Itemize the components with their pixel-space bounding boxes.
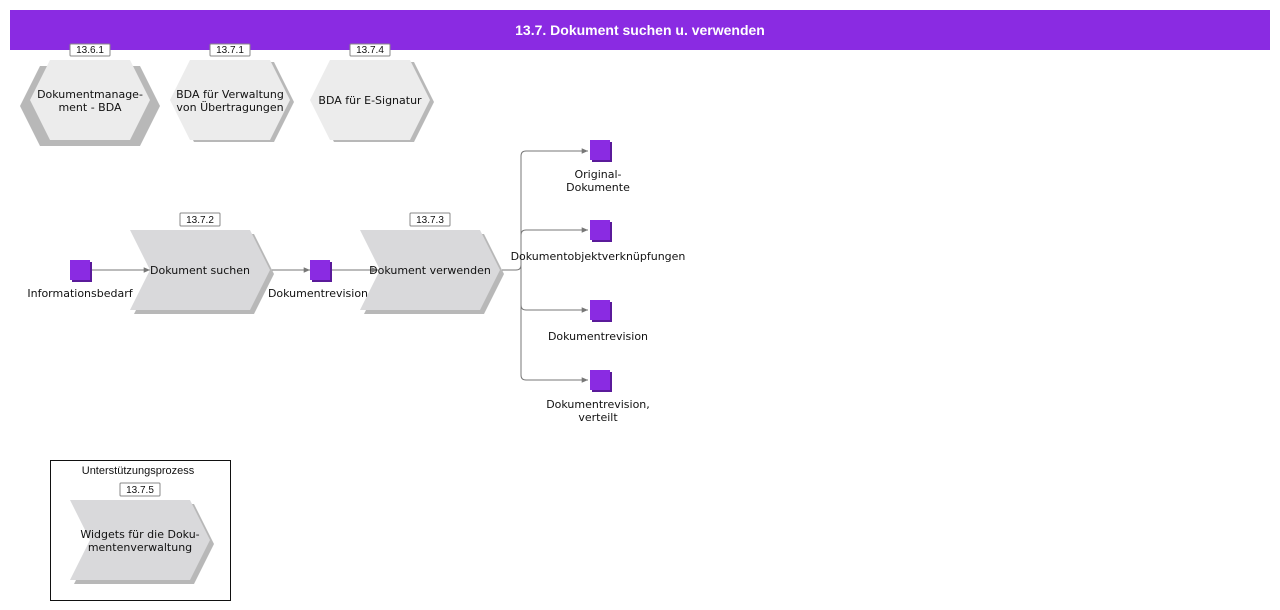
process-label-line: mentenverwaltung: [88, 541, 192, 554]
output-label-line: Dokumentrevision: [548, 330, 648, 343]
output-dokumentrevision-verteilt[interactable]: Dokumentrevision, verteilt: [546, 370, 650, 424]
output-label-line: Dokumentobjektverknüpfungen: [511, 250, 686, 263]
event-label: Dokumentrevision: [268, 287, 368, 300]
connectors: [90, 148, 588, 383]
process-dokument-suchen[interactable]: 13.7.2 Dokument suchen: [130, 212, 274, 314]
process-id: 13.7.2: [186, 215, 214, 226]
process-dokument-verwenden[interactable]: 13.7.3 Dokument verwenden: [360, 212, 504, 314]
process-label-line: Widgets für die Doku-: [80, 528, 199, 541]
related-process-id: 13.6.1: [76, 45, 104, 56]
related-process-label-line: BDA für Verwaltung: [176, 88, 284, 101]
process-label: Dokument suchen: [150, 264, 250, 277]
diagram-title: 13.7. Dokument suchen u. verwenden: [10, 10, 1270, 50]
related-process-id: 13.7.1: [216, 45, 244, 56]
process-label: Dokument verwenden: [369, 264, 491, 277]
related-process-label-line: von Übertragungen: [176, 101, 283, 114]
output-dokumentrevision[interactable]: Dokumentrevision: [548, 300, 648, 343]
diagram-title-text: 13.7. Dokument suchen u. verwenden: [515, 22, 765, 38]
output-label-line: Dokumente: [566, 181, 630, 194]
event-dokumentrevision-mid[interactable]: Dokumentrevision: [268, 260, 368, 300]
output-original-dokumente[interactable]: Original- Dokumente: [566, 140, 630, 194]
process-id: 13.7.5: [126, 485, 154, 496]
output-dokumentobjektverknuepfungen[interactable]: Dokumentobjektverknüpfungen: [511, 220, 686, 263]
output-label-line: verteilt: [578, 411, 618, 424]
related-process-13-6-1[interactable]: 13.6.1 Dokumentmanage- ment - BDA: [20, 43, 160, 146]
related-process-label-line: BDA für E-Signatur: [318, 94, 422, 107]
event-label: Informationsbedarf: [27, 287, 133, 300]
support-process-widgets[interactable]: 13.7.5 Widgets für die Doku- mentenverwa…: [70, 482, 214, 584]
support-box-title: Unterstützungsprozess: [82, 465, 195, 477]
support-process-box: Unterstützungsprozess: [50, 460, 231, 601]
output-label-line: Dokumentrevision,: [546, 398, 650, 411]
output-label-line: Original-: [574, 168, 621, 181]
related-process-13-7-1[interactable]: 13.7.1 BDA für Verwaltung von Übertragun…: [170, 43, 294, 142]
event-informationsbedarf[interactable]: Informationsbedarf: [27, 260, 134, 300]
related-process-13-7-4[interactable]: 13.7.4 BDA für E-Signatur: [310, 43, 434, 142]
related-process-label-line: Dokumentmanage-: [37, 88, 143, 101]
process-id: 13.7.3: [416, 215, 444, 226]
related-process-label-line: ment - BDA: [58, 101, 122, 114]
related-process-id: 13.7.4: [356, 45, 384, 56]
